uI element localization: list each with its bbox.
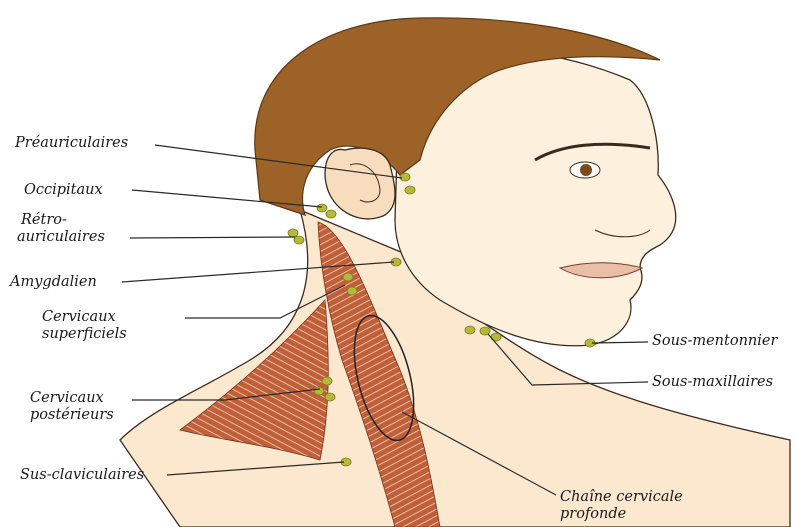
label-line: superficiels [42, 326, 152, 343]
ear [325, 148, 395, 219]
label-line: profonde [560, 506, 683, 523]
label-retro-auriculaires: Rétro- auriculaires [17, 212, 127, 246]
label-sus-claviculaires: Sus-claviculaires [20, 467, 144, 484]
label-preauriculaires: Préauriculaires [15, 135, 128, 152]
label-line: auriculaires [17, 229, 127, 246]
label-line: Cervicaux [30, 390, 140, 407]
label-sous-maxillaires: Sous-maxillaires [652, 374, 773, 391]
label-line: Rétro- [17, 212, 127, 229]
label-chaine-cervicale-profonde: Chaîne cervicale profonde [560, 489, 683, 523]
label-line: Chaîne cervicale [560, 489, 683, 506]
label-line: postérieurs [30, 407, 140, 424]
label-cervicaux-superficiels: Cervicaux superficiels [42, 309, 152, 343]
label-occipitaux: Occipitaux [24, 182, 103, 199]
label-sous-mentonnier: Sous-mentonnier [652, 333, 777, 350]
label-cervicaux-posterieurs: Cervicaux postérieurs [30, 390, 140, 424]
label-line: Cervicaux [42, 309, 152, 326]
label-amygdalien: Amygdalien [10, 274, 97, 291]
